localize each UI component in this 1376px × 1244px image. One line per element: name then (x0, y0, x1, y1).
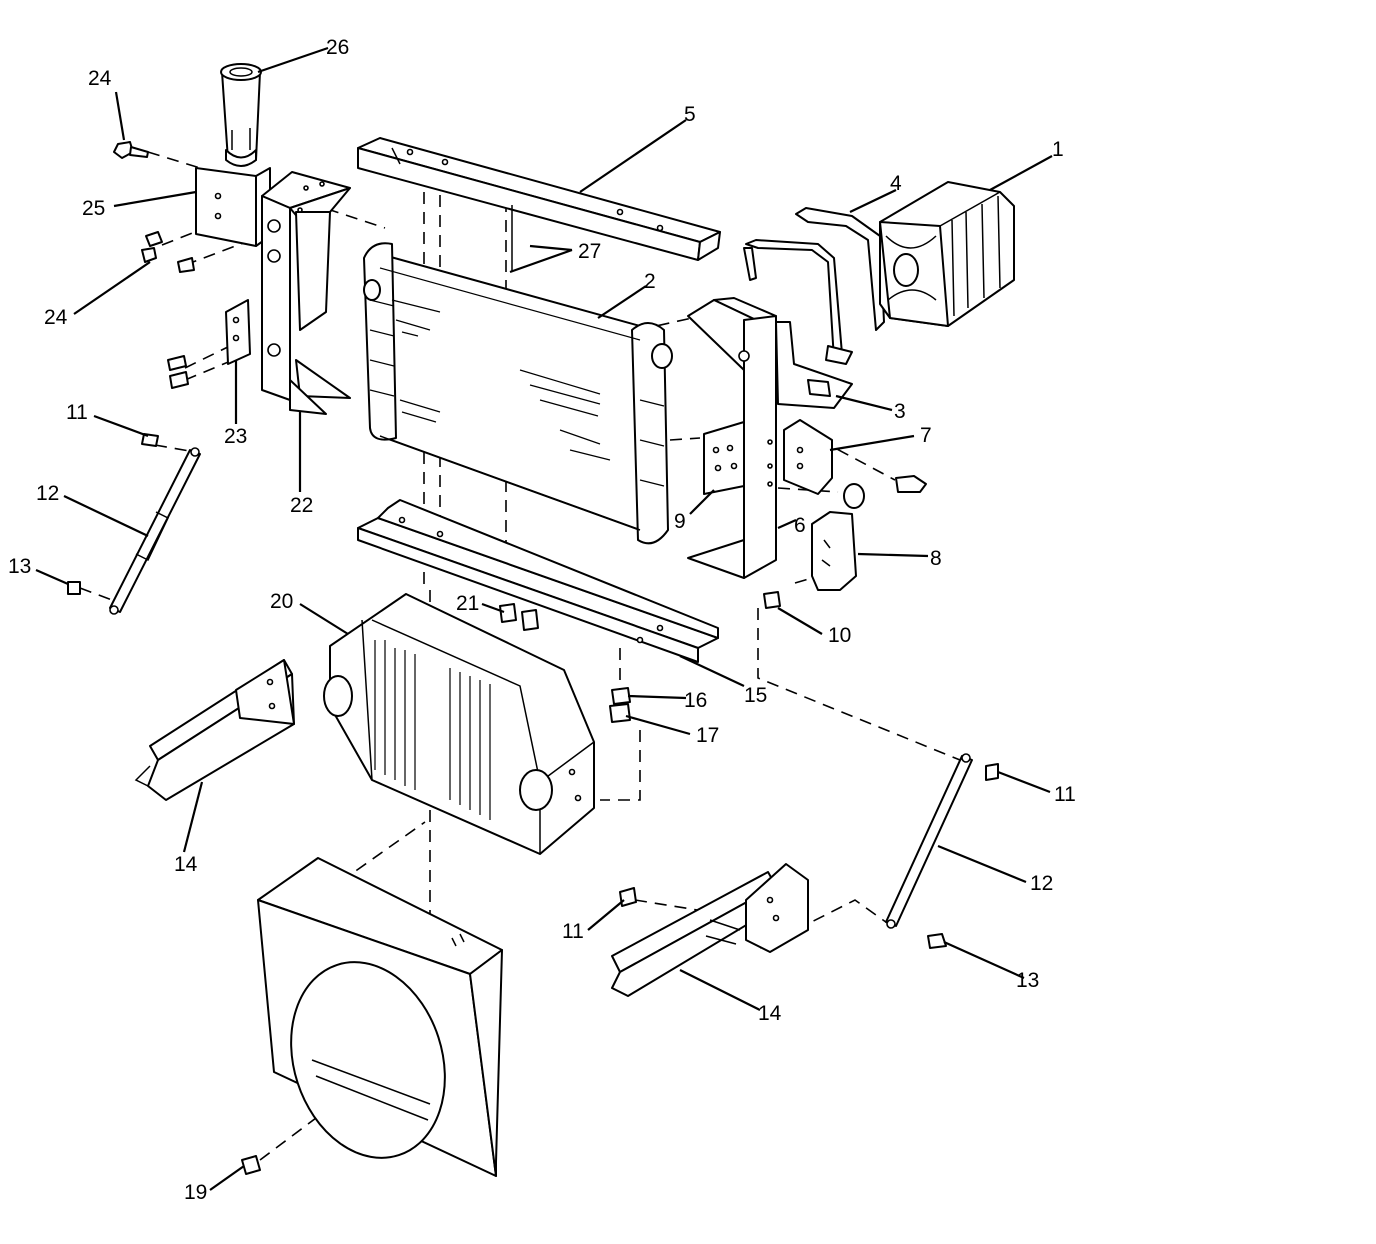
callout-24-top: 24 (88, 67, 112, 90)
callout-11-left: 11 (66, 401, 88, 424)
strut-12-right (885, 753, 973, 929)
cooler-20 (323, 593, 595, 855)
radiator-2 (363, 242, 673, 545)
callout-labels: 1 2 3 4 5 6 7 8 9 10 11 11 11 12 12 13 1… (8, 36, 1076, 1204)
callout-10: 10 (828, 624, 851, 647)
nut-16 (611, 687, 631, 705)
callout-12-right: 12 (1030, 872, 1053, 895)
plate-23 (167, 299, 251, 389)
callout-6: 6 (794, 514, 806, 537)
left-side-bracket-22 (261, 171, 351, 415)
leader-lines (35, 46, 1053, 1191)
plate-7 (783, 419, 927, 495)
top-channel-5 (357, 137, 721, 261)
callout-13-right: 13 (1016, 969, 1039, 992)
callout-24-bottom: 24 (44, 306, 68, 329)
bolt-11-left (141, 433, 159, 447)
callout-17: 17 (696, 724, 719, 747)
callout-14-right: 14 (758, 1002, 782, 1025)
reservoir-1 (879, 181, 1015, 327)
callout-12-left: 12 (36, 482, 59, 505)
callout-16: 16 (684, 689, 707, 712)
callout-2: 2 (644, 270, 656, 293)
bottle-8 (811, 483, 865, 591)
callout-11-right: 11 (1054, 783, 1076, 806)
strut-12-left (109, 447, 201, 615)
nut-17 (609, 703, 631, 723)
callout-25: 25 (82, 197, 105, 220)
right-upright-6 (687, 297, 777, 579)
callout-27: 27 (578, 240, 601, 263)
callout-15: 15 (744, 684, 767, 707)
bracket-3 (775, 321, 853, 409)
callout-5: 5 (684, 103, 696, 126)
callout-4: 4 (890, 172, 902, 195)
plate-9 (703, 421, 745, 495)
callout-20: 20 (270, 590, 293, 613)
callout-1: 1 (1052, 138, 1064, 161)
bolt-11-right (985, 763, 999, 781)
bolt-13-right (927, 933, 947, 949)
bolt-24-bottom (141, 231, 195, 273)
bolt-13-left (67, 581, 81, 595)
bolt-24-top (113, 141, 149, 159)
callout-11-bottom: 11 (562, 920, 584, 943)
bolt-10 (763, 591, 781, 609)
bolt-19 (241, 1155, 261, 1175)
callout-22: 22 (290, 494, 313, 517)
callout-21: 21 (456, 592, 479, 615)
callout-13-left: 13 (8, 555, 31, 578)
callout-7: 7 (920, 424, 932, 447)
filler-neck-26 (220, 63, 262, 167)
support-rail-14-right (611, 863, 809, 997)
callout-3: 3 (894, 400, 906, 423)
callout-23: 23 (224, 425, 247, 448)
bracket-25 (195, 167, 271, 247)
bottom-channel-15 (357, 499, 719, 663)
shroud-19 (257, 857, 503, 1177)
callout-26: 26 (326, 36, 349, 59)
support-rail-14-left (134, 659, 295, 801)
strap-4 (743, 207, 885, 365)
nut-21 (499, 603, 539, 631)
callout-9: 9 (674, 510, 686, 533)
callout-19: 19 (184, 1181, 207, 1204)
callout-14-left: 14 (174, 853, 198, 876)
callout-8: 8 (930, 547, 942, 570)
